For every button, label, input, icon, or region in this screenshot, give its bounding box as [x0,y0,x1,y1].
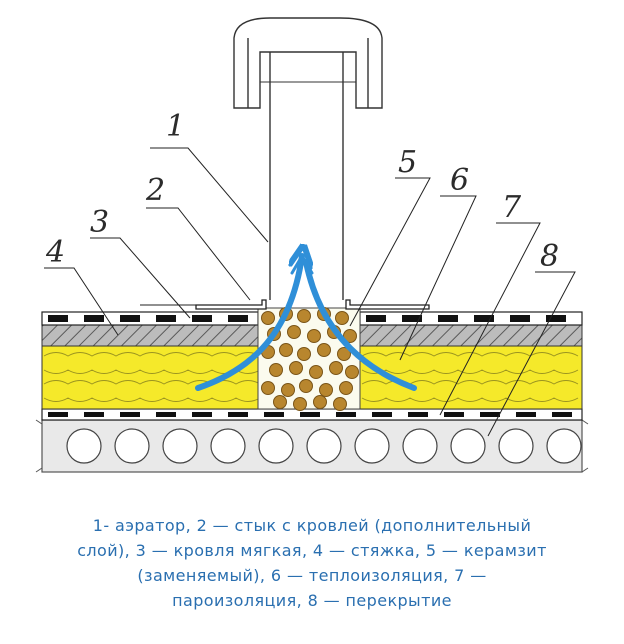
slab-void [354,428,390,464]
membrane-dash [156,412,176,417]
callout-4: 4 [45,235,65,270]
callout-8: 8 [540,239,559,274]
caption-line: пароизоляция, 8 — перекрытие [172,591,452,610]
membrane-dash [336,412,356,417]
callout-1: 1 [166,109,185,144]
membrane-dash [474,315,494,322]
callout-5: 5 [398,145,417,180]
slab-void [66,428,102,464]
slab-void [114,428,150,464]
membrane-dash [480,412,500,417]
callout-3: 3 [90,205,109,240]
expanded-clay-fill [257,307,361,411]
slab-void [498,428,534,464]
slab-void [162,428,198,464]
membrane-dash [408,412,428,417]
clay-pellet [293,397,307,411]
membrane-dash [546,315,566,322]
membrane-dash [228,412,248,417]
clay-pellet [333,397,347,411]
membrane-dash [366,315,386,322]
clay-pellet [299,379,313,393]
membrane-dash [120,315,140,322]
membrane-dash [438,315,458,322]
clay-pellet [297,309,311,323]
clay-pellet [273,395,287,409]
clay-pellet [317,343,331,357]
clay-pellet [309,365,323,379]
membrane-dash [402,315,422,322]
airflow-arrows [195,256,417,391]
slab-void [306,428,342,464]
clay-pellet [269,363,283,377]
membrane-dash [192,315,212,322]
membrane-dash [372,412,392,417]
membrane-dash [48,412,68,417]
clay-pellet [261,311,275,325]
caption-line: (заменяемый), 6 — теплоизоляция, 7 — [137,566,487,585]
clay-pellet [337,347,351,361]
membrane-dash [228,315,248,322]
membrane-dash [510,315,530,322]
membrane-dash [264,412,284,417]
caption-line: 1- аэратор, 2 — стык с кровлей (дополнит… [92,516,532,535]
clay-pellet [307,329,321,343]
clay-pellet [329,361,343,375]
clay-pellet [335,311,349,325]
vapor-barrier-layer [41,408,583,421]
slab-void [210,428,246,464]
membrane-dash [192,412,212,417]
membrane-dash [120,412,140,417]
membrane-dash [48,315,68,322]
soft-roofing-layer [41,311,583,326]
caption-line: слой), 3 — кровля мягкая, 4 — стяжка, 5 … [77,541,547,560]
membrane-dash [516,412,536,417]
membrane-dash [444,412,464,417]
clay-pellet [319,383,333,397]
membrane-dash [300,412,320,417]
callout-6: 6 [450,163,469,198]
clay-pellet [339,381,353,395]
roof-junction-layer [140,299,430,310]
clay-pellet [297,347,311,361]
slab-void [402,428,438,464]
membrane-dash [552,412,572,417]
callout-7: 7 [502,190,522,225]
slab-voids [66,428,582,464]
membrane-dash [156,315,176,322]
clay-pellet [261,381,275,395]
clay-pellet [345,365,359,379]
slab-void [450,428,486,464]
clay-pellet [343,329,357,343]
slab-void [258,428,294,464]
clay-pellet [313,395,327,409]
callout-2: 2 [145,173,165,208]
membrane-dash [84,315,104,322]
roof-aerator-diagram: 1 2 3 4 5 6 7 8 [35,17,589,473]
membrane-dash [84,412,104,417]
clay-pellet [289,361,303,375]
clay-pellet [279,343,293,357]
clay-pellet [287,325,301,339]
slab-void [546,428,582,464]
callout-numbers: 1 2 3 4 5 6 7 8 [45,109,559,274]
diagram-caption: 1- аэратор, 2 — стык с кровлей (дополнит… [8,513,616,613]
leader-lines [44,147,576,437]
clay-pellet [281,383,295,397]
aerator-pipe [233,17,383,300]
